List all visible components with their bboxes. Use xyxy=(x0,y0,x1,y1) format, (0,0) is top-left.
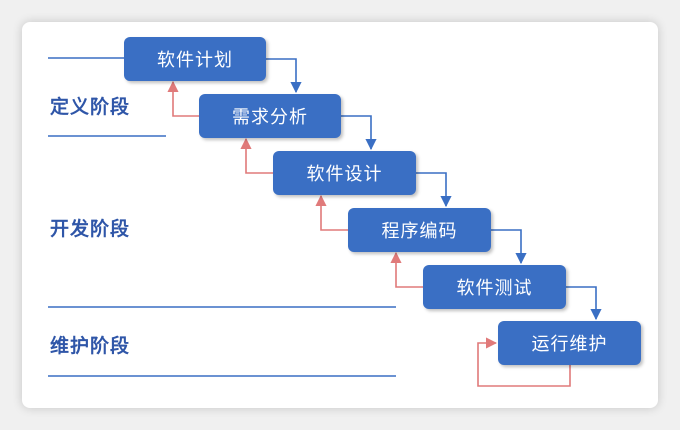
forward-arrow-3 xyxy=(416,172,452,208)
step-software-design: 软件设计 xyxy=(273,151,416,195)
phase-label-maintain: 维护阶段 xyxy=(50,335,131,357)
phase-label-develop: 开发阶段 xyxy=(50,218,131,240)
step-software-testing: 软件测试 xyxy=(423,265,566,309)
forward-arrow-5 xyxy=(566,286,602,321)
phase-label-define: 定义阶段 xyxy=(50,96,131,118)
step-requirements-analysis: 需求分析 xyxy=(199,94,341,138)
forward-arrow-2 xyxy=(341,115,377,151)
forward-arrow-4 xyxy=(491,229,527,265)
step-program-coding: 程序编码 xyxy=(348,208,491,252)
feedback-arrow-3 xyxy=(315,194,348,231)
step-software-plan: 软件计划 xyxy=(124,37,266,81)
feedback-arrow-5 xyxy=(477,337,571,387)
feedback-arrow-1 xyxy=(167,80,200,117)
step-operation-maintenance: 运行维护 xyxy=(498,321,641,365)
forward-arrow-1 xyxy=(266,58,302,94)
feedback-arrow-2 xyxy=(240,137,273,174)
feedback-arrow-4 xyxy=(390,251,423,288)
